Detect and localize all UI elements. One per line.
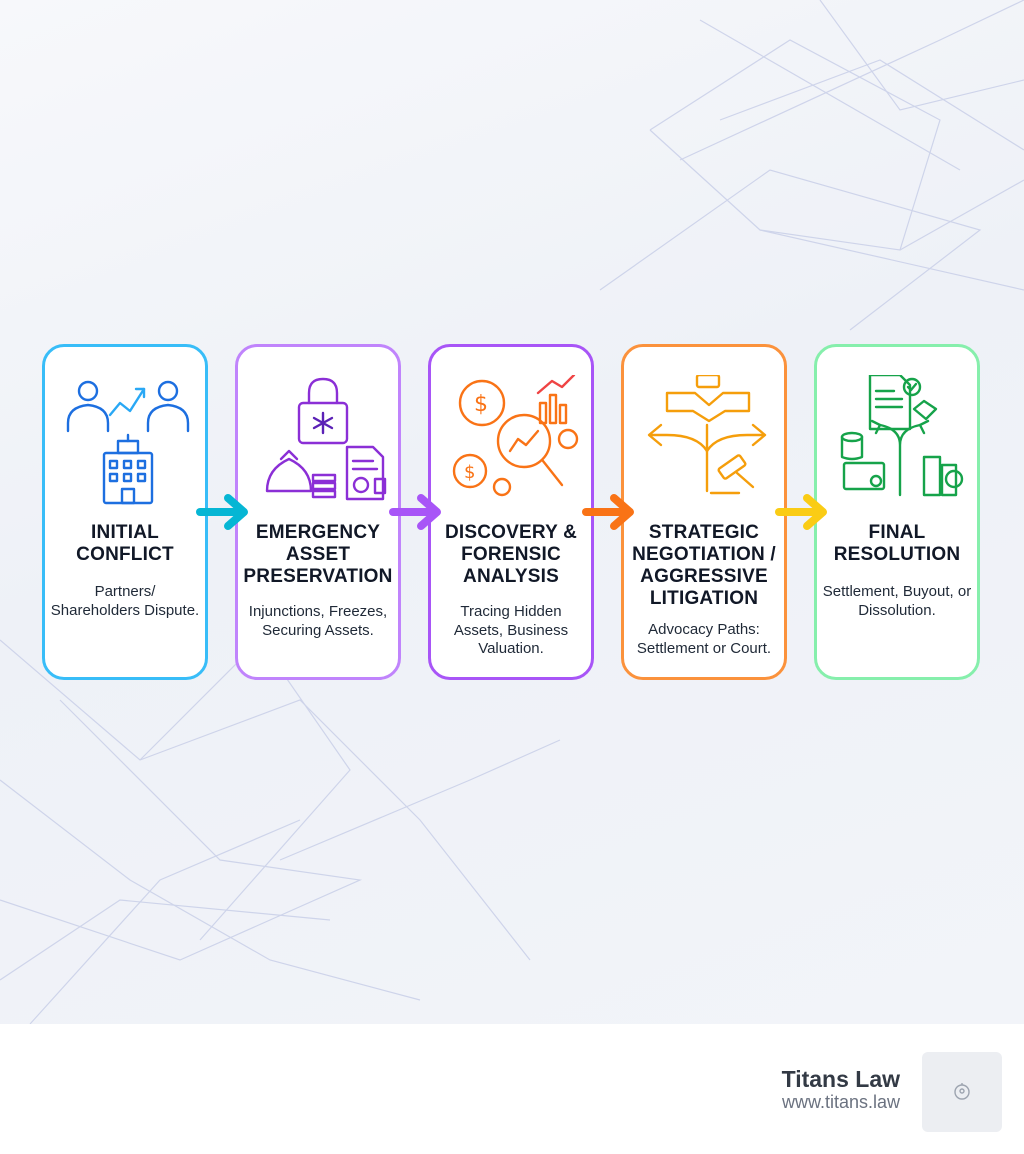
handshake-gavel-icon bbox=[637, 373, 777, 505]
step-description: Partners/ Shareholders Dispute. bbox=[50, 583, 200, 619]
svg-text:$: $ bbox=[474, 392, 488, 417]
settlement-documents-icon bbox=[830, 373, 970, 505]
step-title: EMERGENCY ASSET PRESERVATION bbox=[243, 522, 393, 587]
step-title: FINAL RESOLUTION bbox=[833, 522, 961, 565]
lock-assets-icon bbox=[251, 375, 391, 505]
footer: Titans Law www.titans.law bbox=[0, 1024, 1024, 1154]
step-card-discovery-forensic-analysis: $ $ DISCOVERY & FORENSIC ANALYSIS Tracin… bbox=[428, 344, 594, 680]
step-card-emergency-asset-preservation: EMERGENCY ASSET PRESERVATION Injunctions… bbox=[235, 344, 401, 680]
step-description: Settlement, Buyout, or Dissolution. bbox=[822, 583, 972, 619]
brand-name: Titans Law bbox=[781, 1066, 900, 1092]
step-card-final-resolution: FINAL RESOLUTION Settlement, Buyout, or … bbox=[814, 344, 980, 680]
step-title: INITIAL CONFLICT bbox=[76, 522, 174, 565]
brand-url[interactable]: www.titans.law bbox=[781, 1092, 900, 1112]
step-description: Tracing Hidden Assets, Business Valuatio… bbox=[453, 603, 569, 657]
step-card-initial-conflict: INITIAL CONFLICT Partners/ Shareholders … bbox=[42, 344, 208, 680]
flow-arrow bbox=[580, 492, 638, 532]
titans-logo-icon bbox=[922, 1052, 1002, 1132]
flow-arrow bbox=[387, 492, 445, 532]
step-description: Injunctions, Freezes, Securing Assets. bbox=[248, 603, 388, 639]
flow-arrow bbox=[773, 492, 831, 532]
step-card-strategic-negotiation: STRATEGIC NEGOTIATION / AGGRESSIVE LITIG… bbox=[621, 344, 787, 680]
step-description: Advocacy Paths: Settlement or Court. bbox=[636, 621, 772, 657]
background-lines bbox=[0, 0, 1024, 1024]
diagram-canvas: INITIAL CONFLICT Partners/ Shareholders … bbox=[0, 0, 1024, 1024]
step-title: DISCOVERY & FORENSIC ANALYSIS bbox=[444, 522, 578, 587]
step-title: STRATEGIC NEGOTIATION / AGGRESSIVE LITIG… bbox=[632, 522, 776, 609]
magnifier-finance-icon: $ $ bbox=[444, 373, 584, 505]
svg-text:$: $ bbox=[464, 462, 475, 483]
flow-arrow bbox=[194, 492, 252, 532]
partners-building-icon bbox=[58, 375, 198, 505]
